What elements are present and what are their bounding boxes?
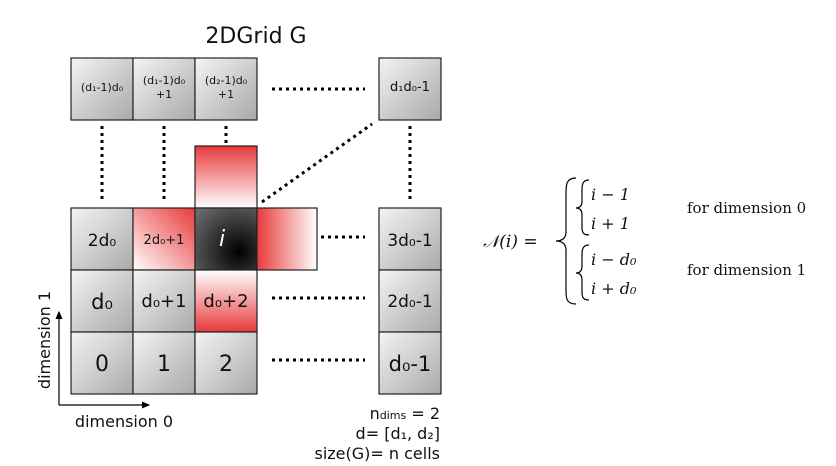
cell-label-line: (d₁-1)d₀ bbox=[143, 74, 186, 87]
center-cell-label: i bbox=[219, 227, 225, 252]
cell-d0-label: d₀ bbox=[91, 290, 113, 314]
note-dimension-0: for dimension 0 bbox=[687, 199, 806, 217]
neighbor-cell-left bbox=[132, 207, 196, 271]
cell-2d0m1 bbox=[378, 269, 442, 333]
y-axis-label: dimension 1 bbox=[35, 291, 54, 389]
x-axis-label: dimension 0 bbox=[75, 412, 173, 431]
diagonal-ellipsis bbox=[261, 122, 373, 204]
cell-2 bbox=[194, 331, 258, 395]
neighbor-cell-right bbox=[256, 207, 318, 271]
cell-top-1-label: (d₁-1)d₀+1 bbox=[143, 74, 186, 101]
cell-top-0-label: (d₁-1)d₀ bbox=[81, 81, 124, 94]
cell-label-line: (d₂-1)d₀ bbox=[205, 74, 248, 87]
cell-top-2-label: (d₂-1)d₀+1 bbox=[205, 74, 248, 101]
inner-brace-dim1 bbox=[575, 244, 590, 301]
cell-d0m1 bbox=[378, 331, 442, 395]
cell-label-line: +1 bbox=[156, 88, 172, 101]
cell-2d0-label: 2d₀ bbox=[88, 231, 117, 251]
inner-brace-dim0 bbox=[575, 179, 590, 236]
cell-label-line: +1 bbox=[218, 88, 234, 101]
cell-1 bbox=[132, 331, 196, 395]
top-row: (d₁-1)d₀ (d₁-1)d₀+1 (d₂-1)d₀+1 d₁d₀-1 bbox=[70, 57, 442, 121]
neighbor-cell-down bbox=[194, 269, 258, 333]
cell-2d0m1-label: 2d₀-1 bbox=[387, 292, 432, 312]
ndims-line: ndims = 2 bbox=[370, 404, 440, 423]
ndims-value: = 2 bbox=[406, 404, 440, 423]
axes: dimension 0 dimension 1 bbox=[35, 291, 173, 431]
note-dimension-1: for dimension 1 bbox=[687, 261, 806, 279]
cell-top-3-label: d₁d₀-1 bbox=[390, 80, 430, 95]
cell-2-label: 2 bbox=[219, 352, 233, 377]
cell-d0p2-label: d₀+2 bbox=[203, 291, 248, 312]
outer-brace bbox=[555, 177, 577, 305]
neighborhood-formula: 𝒩(i) = i − 1 i + 1 i − d₀ i + d₀ for dim… bbox=[483, 177, 806, 305]
cell-2d0p1-label: 2d₀+1 bbox=[144, 233, 185, 248]
cell-top-1 bbox=[132, 57, 196, 121]
grid-row-1: d₀ d₀+1 d₀+2 2d₀-1 bbox=[70, 269, 442, 333]
grid-info: ndims = 2 d= [d₁, d₂] size(G)= n cells bbox=[315, 404, 441, 463]
term-i-minus-1: i − 1 bbox=[591, 185, 630, 204]
formula-lhs: 𝒩(i) = bbox=[483, 232, 538, 252]
cell-top-2 bbox=[194, 57, 258, 121]
cell-1-label: 1 bbox=[157, 352, 171, 377]
ndims-base: n bbox=[370, 404, 380, 423]
grid-row-0: 0 1 2 d₀-1 bbox=[70, 331, 442, 395]
cell-3d0m1-label: 3d₀-1 bbox=[387, 231, 432, 251]
cell-0 bbox=[70, 331, 134, 395]
ndims-subscript: dims bbox=[380, 409, 407, 422]
cell-0-label: 0 bbox=[95, 352, 109, 377]
neighbor-cell-up bbox=[194, 145, 258, 209]
term-i-minus-d0: i − d₀ bbox=[591, 250, 637, 269]
d-definition: d= [d₁, d₂] bbox=[356, 424, 440, 443]
center-cell-i bbox=[194, 207, 258, 271]
cell-top-0 bbox=[70, 57, 134, 121]
size-definition: size(G)= n cells bbox=[315, 444, 441, 463]
diagram-title: 2DGrid G bbox=[205, 24, 306, 49]
grid-row-2: 2d₀ 2d₀+1 i 3d₀-1 bbox=[70, 207, 442, 271]
cell-3d0m1 bbox=[378, 207, 442, 271]
cell-d0p1-label: d₀+1 bbox=[141, 291, 186, 312]
cell-d0m1-label: d₀-1 bbox=[389, 352, 432, 376]
cell-top-3 bbox=[378, 57, 442, 121]
cell-d0 bbox=[70, 269, 134, 333]
term-i-plus-1: i + 1 bbox=[591, 214, 630, 233]
term-i-plus-d0: i + d₀ bbox=[591, 279, 637, 298]
